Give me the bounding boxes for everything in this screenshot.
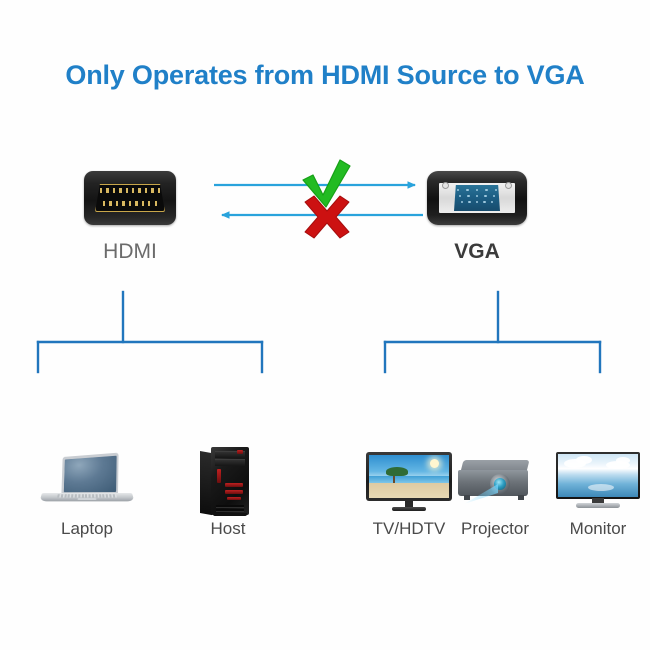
hdmi-connector <box>84 171 176 225</box>
television-icon <box>366 452 452 512</box>
host-label: Host <box>210 519 246 538</box>
monitor-label: Monitor <box>569 519 627 538</box>
laptop-icon <box>39 452 135 510</box>
monitor-icon <box>556 452 640 510</box>
projector-label: Projector <box>460 519 530 538</box>
laptop-base <box>39 493 135 502</box>
vga-screw-right <box>505 182 512 189</box>
page-title: Only Operates from HDMI Source to VGA <box>65 60 585 90</box>
source-bracket <box>36 290 264 374</box>
destination-bracket <box>383 290 602 374</box>
vga-connector-label: VGA <box>454 240 500 263</box>
cross-mark-icon <box>304 195 350 239</box>
projector-icon <box>456 460 534 506</box>
hdmi-pin-contacts <box>100 188 160 208</box>
laptop-screen <box>61 452 119 494</box>
vga-screw-left <box>442 182 449 189</box>
monitor-screen <box>558 454 638 497</box>
desktop-tower-icon <box>200 447 256 516</box>
vga-plug-icon <box>427 171 527 225</box>
monitor-bezel <box>556 452 640 499</box>
laptop-label: Laptop <box>61 519 113 538</box>
tv-label: TV/HDTV <box>372 519 446 538</box>
tv-bezel <box>366 452 452 501</box>
tv-screen <box>369 455 449 498</box>
vga-connector <box>427 171 527 225</box>
vga-pin-holes <box>457 189 497 207</box>
hdmi-connector-label: HDMI <box>103 240 157 263</box>
hdmi-plug-icon <box>84 171 176 225</box>
check-mark-icon <box>302 159 351 208</box>
